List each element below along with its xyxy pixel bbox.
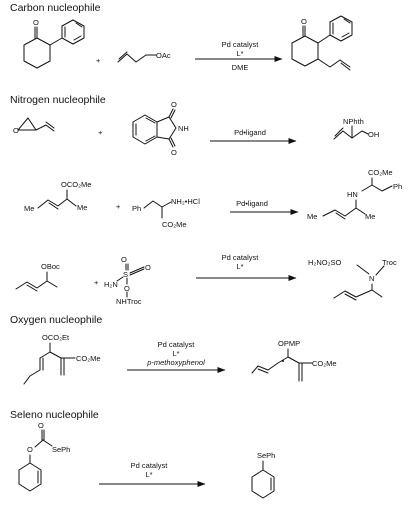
r1-plus: +: [96, 56, 101, 65]
r3-me-right: Me: [77, 203, 87, 212]
r1-condition-ligand: L*: [236, 49, 244, 58]
r3-amino-ester: Ph NH₂•HCl CO₂Me: [132, 197, 200, 229]
r3-me-left: Me: [24, 204, 34, 213]
r6-selenocarbonate: O SePh O: [18, 421, 70, 492]
r6-condition-catalyst: Pd catalyst: [130, 461, 168, 470]
r4-n-label: N: [369, 274, 374, 283]
r1-ketone-reactant: O: [23, 18, 85, 69]
r1-product: O: [291, 15, 353, 71]
section-title-nitrogen: Nitrogen nucleophile: [10, 94, 106, 106]
r5-condition-additive: p-methoxyphenol: [147, 358, 205, 367]
r4-h2n-label: H₂N: [104, 280, 118, 289]
r5-oco2et-label: OCO₂Et: [42, 333, 70, 342]
r1-oxygen-label: O: [33, 18, 39, 27]
r3-condition-catalyst: Pd•ligand: [236, 199, 268, 208]
r6-ester-oxygen: O: [27, 445, 33, 454]
r3-hn-label: HN: [347, 190, 358, 199]
r2-plus: +: [98, 128, 103, 137]
r3-me-product-right: Me: [365, 212, 375, 221]
r1-oac-label: OAc: [156, 51, 171, 60]
r2-nphth-label: NPhth: [343, 117, 364, 126]
r2-phthalimide: O O NH: [132, 100, 189, 157]
r4-product: H₂NO₂SO Troc N: [308, 258, 397, 301]
r3-allylic-carbonate: Me OCO₂Me Me: [24, 180, 91, 213]
section-title-carbon: Carbon nucleophile: [10, 2, 101, 14]
r4-condition-catalyst: Pd catalyst: [221, 253, 259, 262]
r4-plus: +: [94, 278, 99, 287]
r3-co2me-product: CO₂Me: [368, 168, 393, 177]
r2-epoxide-oxygen: O: [13, 126, 19, 135]
r6-condition-ligand: L*: [145, 470, 153, 479]
r5-carbonate-diene: OCO₂Et CO₂Me: [23, 333, 101, 385]
r2-oh-label: OH: [368, 130, 379, 139]
r5-opmp-label: OPMP: [278, 339, 300, 348]
r3-co2me-reactant: CO₂Me: [162, 220, 187, 229]
r3-ph-label: Ph: [132, 204, 141, 213]
r6-carbonyl-oxygen: O: [38, 421, 44, 430]
r5-co2me-product: CO₂Me: [312, 359, 337, 368]
r4-allylic-boc: OBoc: [15, 262, 60, 292]
r4-condition-ligand: L*: [236, 262, 244, 271]
r3-nh2hcl-label: NH₂•HCl: [171, 197, 200, 206]
r2-phthalimide-o-top: O: [171, 100, 177, 109]
r4-h2no2so-label: H₂NO₂SO: [308, 258, 341, 267]
r3-oco2me-label: OCO₂Me: [61, 180, 91, 189]
r5-product: OPMP CO₂Me: [251, 339, 337, 382]
r3-me-product-left: Me: [307, 212, 317, 221]
r4-o-ester: O: [124, 284, 130, 293]
r5-condition-ligand: L*: [172, 349, 180, 358]
r4-sulfamate-o-top: O: [121, 255, 127, 264]
r1-condition-solvent: DME: [231, 63, 249, 72]
r1-condition-catalyst: Pd catalyst: [221, 40, 259, 49]
r3-ph-product: Ph: [393, 182, 402, 191]
r1-allyl-acetate: OAc: [117, 51, 171, 63]
r4-sulfamate: O O S H₂N O NHTroc: [104, 255, 151, 306]
r4-troc-label: Troc: [382, 258, 397, 267]
r2-product: NPhth OH: [333, 117, 379, 140]
r5-co2me-reactant: CO₂Me: [76, 354, 101, 363]
section-title-oxygen: Oxygen nucleophile: [10, 314, 103, 326]
r1-product-oxygen-label: O: [301, 17, 307, 26]
r3-product: CO₂Me Ph HN Me Me: [307, 168, 402, 221]
r4-sulfur-label: S: [123, 270, 128, 279]
r4-sulfamate-o-right: O: [145, 263, 151, 272]
r4-nhtroc-label: NHTroc: [116, 297, 142, 306]
r6-product: SePh: [251, 451, 275, 499]
r3-plus: +: [116, 202, 121, 211]
r6-seph-product: SePh: [257, 451, 275, 460]
r2-phthalimide-o-bottom: O: [171, 148, 177, 157]
r6-seph-reactant: SePh: [52, 445, 70, 454]
r2-nh-label: NH: [178, 124, 189, 133]
r2-vinyl-epoxide: O: [13, 117, 55, 135]
r5-condition-catalyst: Pd catalyst: [157, 340, 195, 349]
r4-oboc-label: OBoc: [41, 262, 60, 271]
r2-condition-catalyst: Pd•ligand: [234, 128, 266, 137]
section-title-seleno: Seleno nucleophile: [10, 409, 99, 421]
